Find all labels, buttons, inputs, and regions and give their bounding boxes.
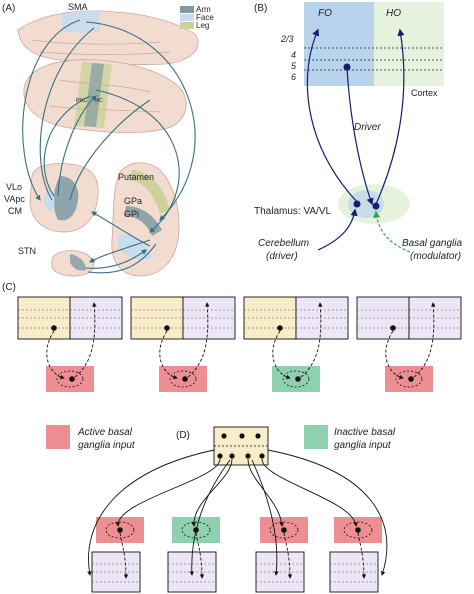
- cerebellum-label-2: (driver): [266, 251, 298, 262]
- legend-a: Arm Face Leg: [180, 5, 214, 30]
- panel-d-label: (D): [176, 430, 190, 441]
- medial-cortex: [17, 10, 199, 65]
- panel-b-label: (B): [254, 3, 267, 14]
- bg-label-2: (modulator): [410, 251, 461, 262]
- projection-left: [87, 449, 215, 576]
- loop-unit-3: [243, 296, 349, 392]
- inactive-legend-2: ganglia input: [334, 440, 392, 451]
- legend-leg: Leg: [196, 21, 209, 30]
- target-unit-3: [247, 458, 308, 593]
- layer-6: 6: [291, 72, 296, 82]
- layer-4: 4: [291, 50, 296, 60]
- cortical-neuron: [51, 325, 57, 331]
- sma-label: SMA: [68, 2, 88, 12]
- active-legend-2: ganglia input: [78, 440, 136, 451]
- cortical-neuron: [277, 325, 283, 331]
- active-legend-swatch: [46, 425, 70, 449]
- gpa-label: GPa: [124, 196, 142, 206]
- loop-unit-1: [17, 296, 123, 392]
- loop-unit-4: [356, 296, 462, 392]
- fo-label: FO: [318, 8, 332, 19]
- cerebellum-label-1: Cerebellum: [258, 238, 309, 249]
- thalamic-neuron: [117, 527, 123, 533]
- thalamus-label: Thalamus: VA/VL: [254, 206, 332, 217]
- projection-right: [267, 449, 388, 576]
- putamen-label: Putamen: [118, 172, 154, 182]
- ho-label: HO: [386, 8, 401, 19]
- inactive-legend-1: Inactive basal: [334, 427, 396, 438]
- stn-label: STN: [18, 246, 36, 256]
- bg-label-1: Basal ganglia: [402, 238, 462, 249]
- sma-region: [62, 10, 100, 33]
- mc-label: MC: [95, 98, 103, 104]
- thalamic-neuron: [408, 376, 414, 382]
- fo-thalamic-neuron: [353, 200, 361, 208]
- panel-c-units: [17, 296, 462, 392]
- vlo-label: VLo: [6, 182, 22, 192]
- panel-d-units: [87, 449, 388, 593]
- cm-label: CM: [8, 206, 22, 216]
- driver-pathways: [306, 28, 405, 251]
- fo-column: [304, 2, 374, 86]
- modulator-path: [372, 210, 411, 253]
- panel-b: (B) FO HO 2/3 4 5 6 Cortex Driver Thalam…: [254, 2, 462, 262]
- thalamic-neuron: [281, 527, 287, 533]
- loop-unit-2: [130, 296, 236, 392]
- target-unit-2: [167, 458, 233, 593]
- panel-c-label: (C): [2, 282, 16, 293]
- legend-arm: Arm: [196, 5, 211, 14]
- panel-c: (C): [2, 282, 462, 392]
- panel-a: (A) PMC MC: [2, 2, 214, 277]
- thalamic-neuron: [69, 376, 75, 382]
- layer-5: 5: [291, 61, 297, 71]
- layer-lines: [304, 47, 444, 71]
- projection-mid-right: [251, 459, 279, 576]
- gpi-label: GPi: [124, 209, 139, 219]
- cortical-neuron: [390, 325, 396, 331]
- panel-a-label: (A): [2, 3, 15, 14]
- active-legend-1: Active basal: [77, 427, 133, 438]
- target-unit-1: [91, 458, 221, 593]
- projection-mid-left: [189, 459, 231, 576]
- ho-thalamic-neuron: [372, 202, 380, 210]
- legend-face: Face: [196, 13, 214, 22]
- loop-pathways: [22, 19, 196, 274]
- layer-23: 2/3: [280, 34, 294, 44]
- hub-neurons: [217, 433, 265, 459]
- cortex-label: Cortex: [411, 88, 438, 98]
- inactive-legend-swatch: [304, 425, 328, 449]
- thalamic-neuron: [295, 376, 301, 382]
- thalamic-neuron: [182, 376, 188, 382]
- thalamic-neuron: [355, 527, 361, 533]
- panel-d: Active basal ganglia input Inactive basa…: [46, 425, 396, 593]
- driver-label: Driver: [354, 122, 381, 133]
- cortical-neuron: [164, 325, 170, 331]
- vapc-label: VApc: [4, 194, 25, 204]
- ho-column: [374, 2, 444, 86]
- l5-neuron: [343, 63, 351, 71]
- target-unit-4: [261, 458, 382, 593]
